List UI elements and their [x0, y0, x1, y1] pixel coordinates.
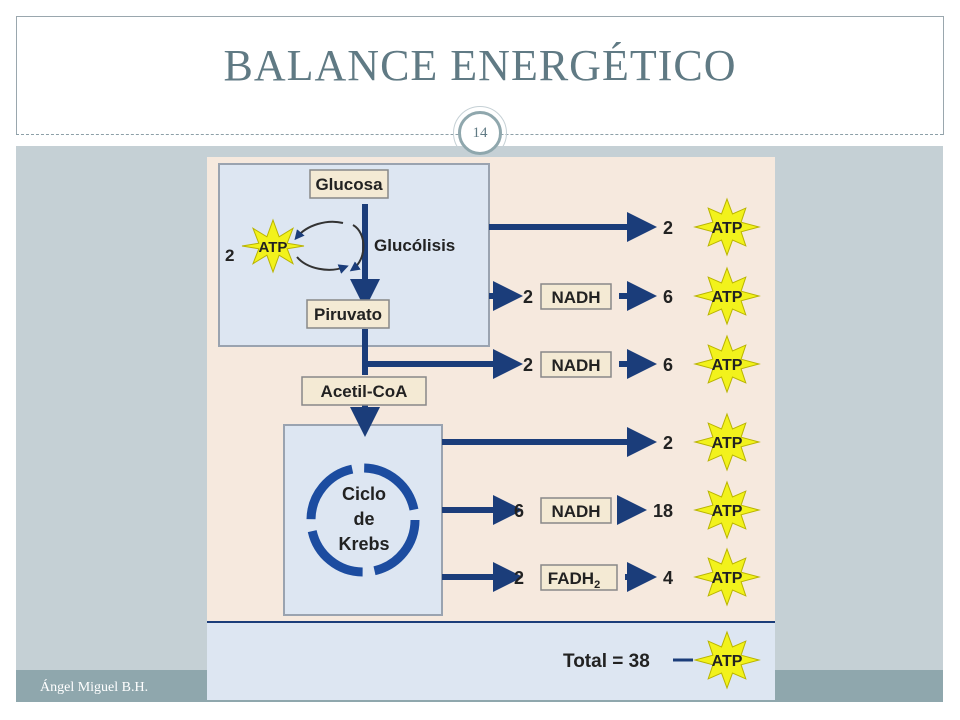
row2-atp-qty: 6 — [663, 287, 673, 307]
row3-atp-star — [693, 334, 761, 394]
invested-atp-star — [241, 218, 305, 274]
invested-atp-qty: 2 — [225, 246, 234, 265]
glucolisis-label: Glucólisis — [374, 236, 455, 255]
slide-title: BALANCE ENERGÉTICO — [223, 41, 737, 90]
row6-atp-star — [693, 547, 761, 607]
investment-curve-top — [294, 220, 344, 241]
invested-atp-label: ATP — [259, 239, 288, 256]
row2-carrier-qty: 2 — [523, 287, 533, 307]
row2-carrier-label: NADH — [551, 288, 600, 307]
energy-balance-diagram: Glucosa Piruvato Acetil-CoA Glucólisis 2… — [207, 157, 775, 700]
row4-atp-qty: 2 — [663, 433, 673, 453]
row4-atp-label: ATP — [712, 435, 743, 452]
glucosa-label-box — [309, 169, 389, 199]
row1-atp-label: ATP — [712, 220, 743, 237]
krebs-text-de: de — [353, 509, 374, 529]
row5-atp-star — [693, 480, 761, 540]
row5-carrier-label: NADH — [551, 502, 600, 521]
total-label: Total = 38 — [563, 651, 650, 672]
row2-carrier-box — [540, 283, 612, 310]
row6-atp-label: ATP — [712, 570, 743, 587]
glucosa-label: Glucosa — [315, 175, 383, 194]
row3-carrier-box — [540, 351, 612, 378]
row6-carrier-subscript: 2 — [594, 579, 600, 591]
krebs-text-ciclo: Ciclo — [342, 484, 386, 504]
row6-carrier-name: FADH — [548, 569, 594, 588]
acetil-label: Acetil-CoA — [321, 382, 408, 401]
row3-carrier-label: NADH — [551, 356, 600, 375]
row4-atp-star — [693, 412, 761, 472]
row6-atp-qty: 4 — [663, 568, 673, 588]
piruvato-label: Piruvato — [314, 305, 382, 324]
glycolysis-curve-right — [349, 224, 365, 272]
total-atp-star — [693, 630, 761, 690]
row3-atp-label: ATP — [712, 357, 743, 374]
row2-atp-label: ATP — [712, 289, 743, 306]
author-footer: Ángel Miguel B.H. — [40, 680, 149, 695]
krebs-text-krebs: Krebs — [338, 534, 389, 554]
row5-carrier-qty: 6 — [514, 501, 524, 521]
row3-branch-line — [362, 349, 523, 379]
row6-carrier-qty: 2 — [514, 568, 524, 588]
krebs-cycle-circle — [306, 463, 420, 577]
investment-curve-bottom — [296, 256, 349, 274]
row6-carrier-box — [540, 564, 618, 591]
row6-carrier-label: FADH2 — [548, 569, 600, 591]
piruvato-label-box — [306, 299, 390, 329]
row5-atp-label: ATP — [712, 503, 743, 520]
page-number: 14 — [453, 106, 507, 160]
row5-carrier-box — [540, 497, 612, 524]
row1-atp-star — [693, 197, 761, 257]
row2-atp-star — [693, 266, 761, 326]
row3-atp-qty: 6 — [663, 355, 673, 375]
row1-atp-qty: 2 — [663, 218, 673, 238]
row5-atp-qty: 18 — [653, 501, 673, 521]
total-atp-label: ATP — [712, 653, 743, 670]
row3-carrier-qty: 2 — [523, 355, 533, 375]
acetil-label-box — [301, 376, 427, 406]
